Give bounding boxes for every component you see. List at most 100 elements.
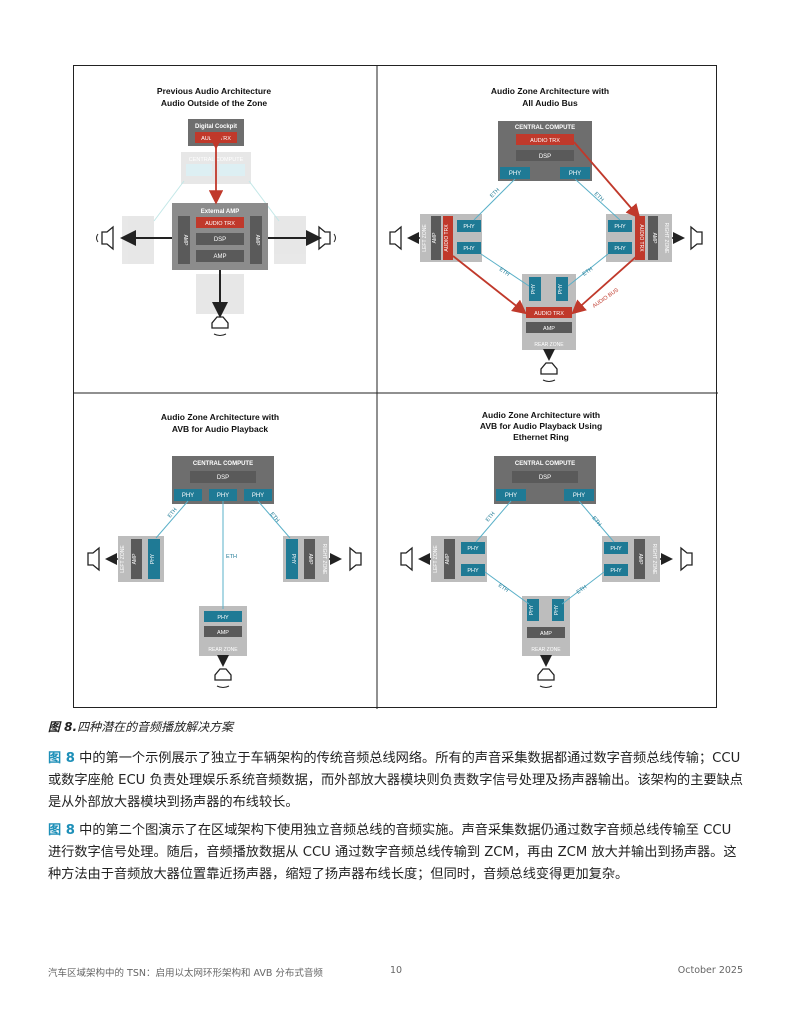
svg-text:ETH: ETH <box>489 187 501 199</box>
svg-text:AUDIO TRX: AUDIO TRX <box>530 138 560 144</box>
svg-text:PHY: PHY <box>463 246 475 252</box>
panel3-title-1: Audio Zone Architecture with <box>161 412 279 422</box>
svg-text:AMP: AMP <box>182 235 188 247</box>
speaker-icon <box>389 225 402 251</box>
svg-text:LEFT ZONE: LEFT ZONE <box>120 545 126 573</box>
svg-text:CENTRAL COMPUTE: CENTRAL COMPUTE <box>515 125 575 131</box>
speaker-icon <box>214 668 232 688</box>
caption-label: 图 8. <box>48 720 78 734</box>
svg-text:RIGHT ZONE: RIGHT ZONE <box>321 544 327 575</box>
panel4-title-3: Ethernet Ring <box>513 432 569 442</box>
svg-text:AMP: AMP <box>543 326 555 332</box>
external-amp-label: External AMP <box>201 209 239 215</box>
svg-text:DSP: DSP <box>539 475 551 481</box>
svg-text:PHY: PHY <box>529 604 535 615</box>
svg-text:DSP: DSP <box>217 475 229 481</box>
panel1-title-2: Audio Outside of the Zone <box>161 98 268 108</box>
svg-text:CENTRAL COMPUTE: CENTRAL COMPUTE <box>193 461 253 467</box>
svg-text:PHY: PHY <box>150 553 156 564</box>
svg-text:PHY: PHY <box>182 493 194 499</box>
svg-text:PHY: PHY <box>505 493 517 499</box>
svg-text:PHY: PHY <box>217 493 229 499</box>
speaker-icon <box>690 225 703 251</box>
svg-text:ETH: ETH <box>485 511 497 523</box>
svg-text:ETH: ETH <box>167 507 179 519</box>
svg-text:AMP: AMP <box>213 254 226 260</box>
speaker-icon <box>540 362 558 382</box>
svg-text:AMP: AMP <box>254 235 260 247</box>
svg-text:PHY: PHY <box>569 171 581 177</box>
svg-text:AMP: AMP <box>637 554 643 566</box>
svg-text:PHY: PHY <box>610 546 622 552</box>
figure-reference-link[interactable]: 图 8 <box>48 751 75 766</box>
svg-text:AMP: AMP <box>217 630 229 636</box>
svg-text:AMP: AMP <box>445 553 451 565</box>
svg-text:ETH: ETH <box>593 191 605 203</box>
svg-text:PHY: PHY <box>554 604 560 615</box>
figure-reference-link[interactable]: 图 8 <box>48 823 75 838</box>
paragraph-2-text: 中的第二个图演示了在区域架构下使用独立音频总线的音频实施。声音采集数据仍通过数字… <box>48 823 737 882</box>
svg-text:PHY: PHY <box>573 493 585 499</box>
speaker-icon <box>680 546 693 572</box>
svg-text:RIGHT ZONE: RIGHT ZONE <box>663 223 669 254</box>
svg-text:CENTRAL COMPUTE: CENTRAL COMPUTE <box>515 461 575 467</box>
panel-all-audio-bus: Audio Zone Architecture with All Audio B… <box>389 86 703 382</box>
svg-text:AUDIO TRX: AUDIO TRX <box>638 224 644 252</box>
svg-text:REAR ZONE: REAR ZONE <box>534 342 564 348</box>
figure-8: Previous Audio Architecture Audio Outsid… <box>73 65 718 709</box>
svg-text:PHY: PHY <box>467 546 479 552</box>
panel4-title-1: Audio Zone Architecture with <box>482 410 600 420</box>
svg-text:DSP: DSP <box>539 154 551 160</box>
audio-bus-label: AUDIO BUS <box>592 287 620 309</box>
svg-text:PHY: PHY <box>558 283 564 294</box>
svg-text:RIGHT ZONE: RIGHT ZONE <box>651 544 657 575</box>
svg-text:PHY: PHY <box>509 171 521 177</box>
svg-text:PHY: PHY <box>610 568 622 574</box>
svg-text:AUDIO TRX: AUDIO TRX <box>444 224 450 252</box>
svg-text:AUDIO TRX: AUDIO TRX <box>201 136 231 142</box>
paragraph-1: 图 8 中的第一个示例展示了独立于车辆架构的传统音频总线网络。所有的声音采集数据… <box>48 748 748 814</box>
svg-text:REAR ZONE: REAR ZONE <box>208 647 238 653</box>
svg-text:ETH: ETH <box>582 266 594 277</box>
architecture-diagram: Previous Audio Architecture Audio Outsid… <box>74 66 718 709</box>
svg-text:AMP: AMP <box>307 554 313 566</box>
svg-text:AUDIO TRX: AUDIO TRX <box>534 311 564 317</box>
svg-text:DSP: DSP <box>214 237 226 243</box>
svg-text:PHY: PHY <box>614 246 626 252</box>
svg-text:LEFT ZONE: LEFT ZONE <box>422 224 428 252</box>
speaker-icon <box>211 316 229 336</box>
svg-text:PHY: PHY <box>531 283 537 294</box>
figure-caption: 图 8.四种潜在的音频播放解决方案 <box>48 718 233 735</box>
panel3-title-2: AVB for Audio Playback <box>172 424 269 434</box>
speaker-icon <box>349 546 362 572</box>
svg-text:ETH: ETH <box>226 554 237 560</box>
panel-avb-playback: Audio Zone Architecture with AVB for Aud… <box>87 412 362 688</box>
footer-date: October 2025 <box>677 965 743 976</box>
svg-text:REAR ZONE: REAR ZONE <box>531 647 561 653</box>
svg-text:PHY: PHY <box>614 224 626 230</box>
speaker-icon <box>87 546 100 572</box>
svg-text:PHY: PHY <box>463 224 475 230</box>
digital-cockpit-label: Digital Cockpit <box>195 124 237 130</box>
svg-text:AMP: AMP <box>132 553 138 565</box>
panel4-title-2: AVB for Audio Playback Using <box>480 421 602 431</box>
speaker-icon <box>96 225 114 251</box>
svg-text:AMP: AMP <box>432 232 438 244</box>
speaker-icon <box>400 546 413 572</box>
svg-text:PHY: PHY <box>290 554 296 565</box>
panel2-title-1: Audio Zone Architecture with <box>491 86 609 96</box>
speaker-icon <box>537 668 555 688</box>
svg-text:AUDIO TRX: AUDIO TRX <box>205 221 235 227</box>
paragraph-2: 图 8 中的第二个图演示了在区域架构下使用独立音频总线的音频实施。声音采集数据仍… <box>48 820 748 886</box>
page-number: 10 <box>390 965 403 976</box>
footer-title: 汽车区域架构中的 TSN：启用以太网环形架构和 AVB 分布式音频 <box>48 968 323 979</box>
svg-text:ETH: ETH <box>498 267 510 278</box>
svg-text:PHY: PHY <box>467 568 479 574</box>
panel1-title-1: Previous Audio Architecture <box>157 86 271 96</box>
panel2-title-2: All Audio Bus <box>522 98 578 108</box>
panel-avb-ethernet-ring: Audio Zone Architecture with AVB for Aud… <box>400 410 693 688</box>
svg-text:ETH: ETH <box>576 584 588 595</box>
svg-text:ETH: ETH <box>497 583 509 594</box>
svg-text:AMP: AMP <box>540 631 552 637</box>
caption-text: 四种潜在的音频播放解决方案 <box>77 720 234 734</box>
